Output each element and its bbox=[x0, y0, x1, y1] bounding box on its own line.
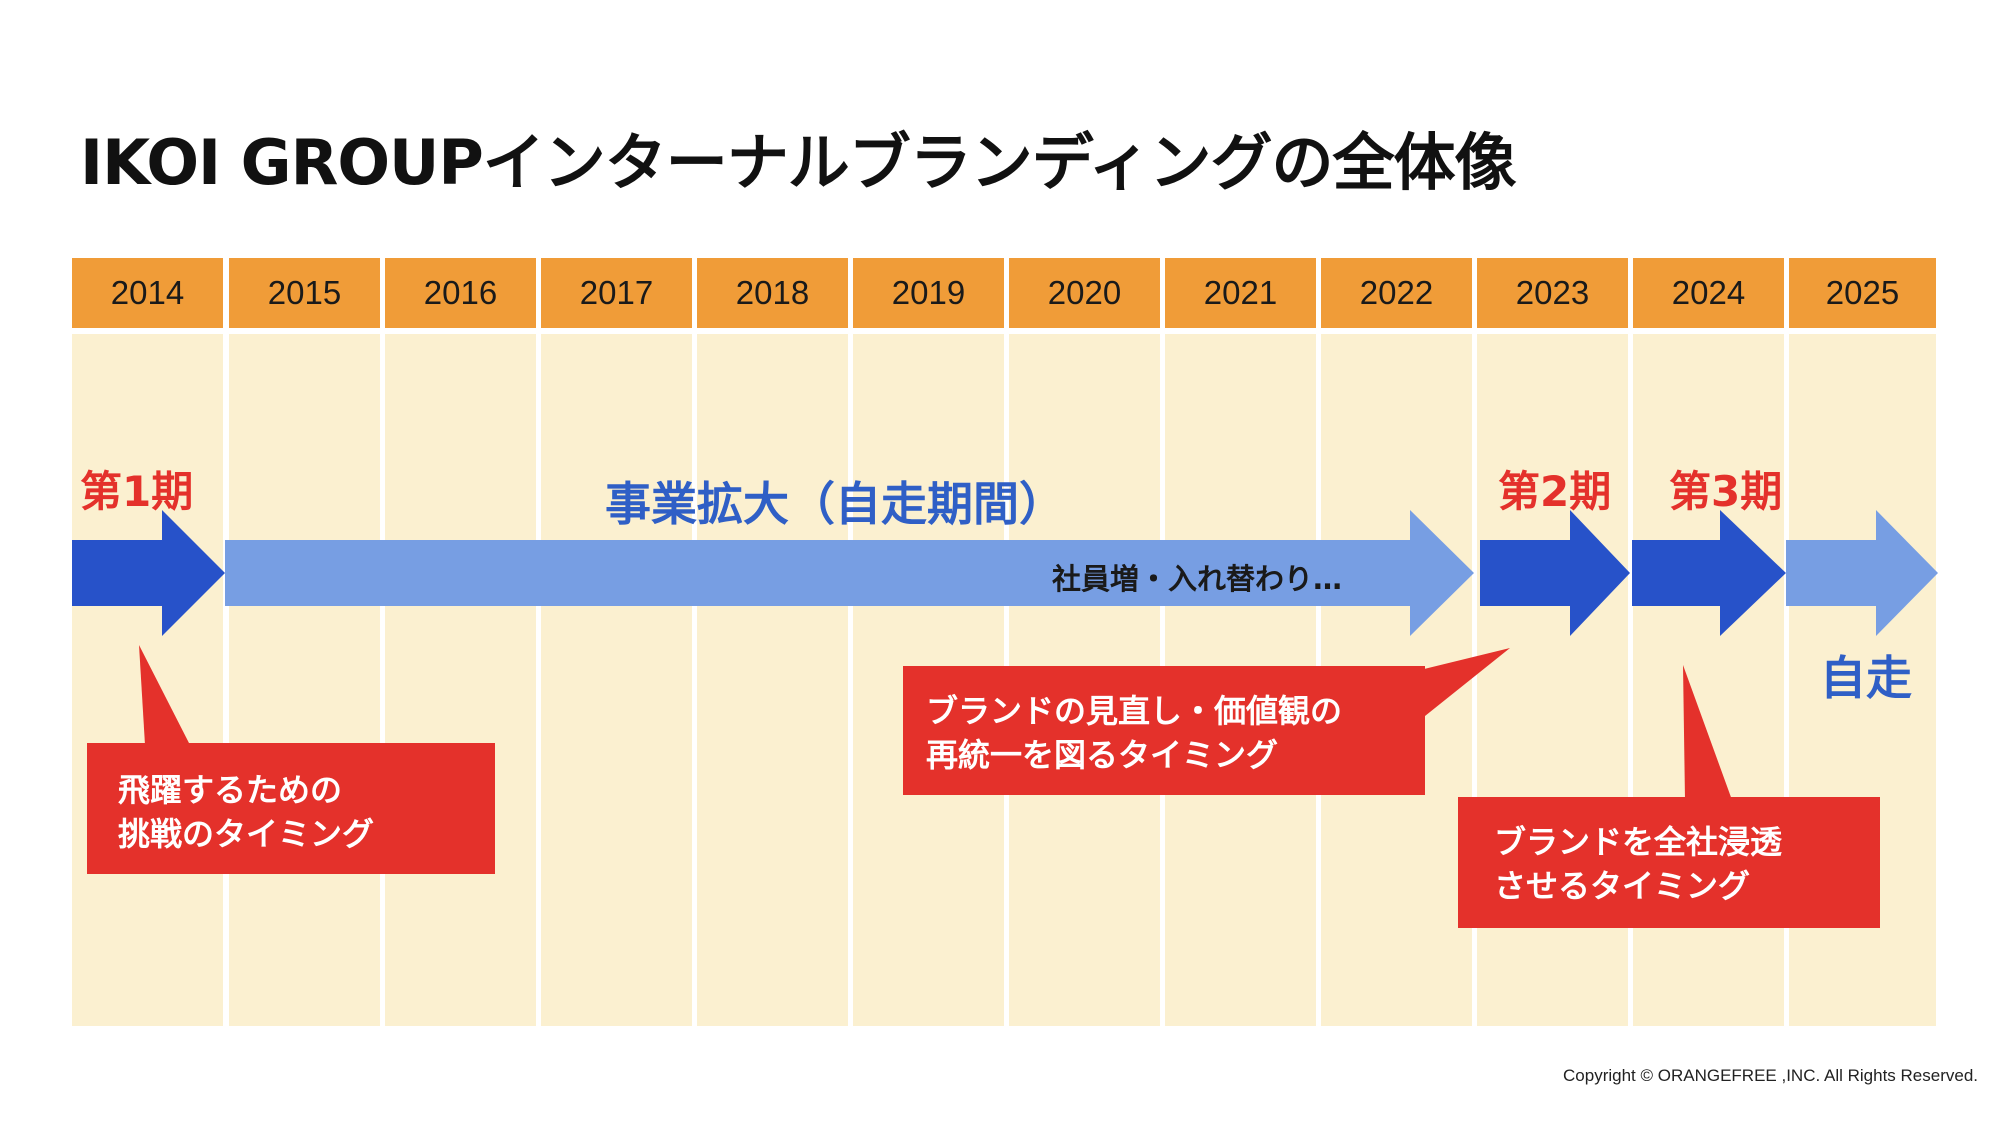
copyright: Copyright © ORANGEFREE ,INC. All Rights … bbox=[1563, 1066, 1978, 1085]
callout-1-pointer bbox=[139, 645, 190, 745]
callout-1-line-1: 飛躍するための bbox=[118, 771, 343, 809]
year-column bbox=[541, 334, 692, 1026]
expansion-label: 事業拡大（自走期間） bbox=[605, 477, 1065, 531]
callout-2-line-2: 再統一を図るタイミング bbox=[926, 736, 1279, 774]
year-header: 2025 bbox=[1789, 258, 1936, 328]
year-column bbox=[697, 334, 848, 1026]
page-title: IKOI GROUPインターナルブランディングの全体像 bbox=[80, 126, 1516, 199]
callout-2-line-1: ブランドの見直し・価値観の bbox=[926, 692, 1343, 730]
year-header: 2023 bbox=[1477, 258, 1628, 328]
phase1-label: 第1期 bbox=[80, 467, 194, 516]
year-column bbox=[385, 334, 536, 1026]
year-header: 2018 bbox=[697, 258, 848, 328]
expansion-arrow bbox=[225, 510, 1474, 636]
self-run-label: 自走 bbox=[1820, 651, 1912, 705]
year-header: 2024 bbox=[1633, 258, 1784, 328]
expansion-note: 社員増・入れ替わり… bbox=[1052, 562, 1343, 596]
year-header: 2015 bbox=[229, 258, 380, 328]
callout-3-pointer bbox=[1683, 665, 1732, 800]
year-header: 2016 bbox=[385, 258, 536, 328]
callout-1-box bbox=[87, 743, 495, 874]
self-run-arrow bbox=[1786, 510, 1938, 636]
callout-1-line-2: 挑戦のタイミング bbox=[118, 815, 375, 853]
phase2-arrow bbox=[1480, 510, 1630, 636]
year-header: 2021 bbox=[1165, 258, 1316, 328]
callout-2-text: ブランドの見直し・価値観の 再統一を図るタイミング bbox=[926, 689, 1342, 777]
timeline-columns bbox=[72, 334, 1936, 1026]
phase2-label: 第2期 bbox=[1498, 467, 1612, 516]
callout-3-line-2: させるタイミング bbox=[1494, 867, 1751, 905]
year-header: 2022 bbox=[1321, 258, 1472, 328]
year-header: 2017 bbox=[541, 258, 692, 328]
year-header-row: 2014 2015 2016 2017 2018 2019 2020 2021 … bbox=[72, 258, 1936, 328]
year-header: 2014 bbox=[72, 258, 223, 328]
year-column bbox=[229, 334, 380, 1026]
phase3-arrow bbox=[1632, 510, 1786, 636]
callout-1-text: 飛躍するための 挑戦のタイミング bbox=[118, 768, 374, 856]
phase3-label: 第3期 bbox=[1669, 467, 1783, 516]
callout-2-box bbox=[903, 666, 1425, 795]
year-header: 2020 bbox=[1009, 258, 1160, 328]
callout-3-line-1: ブランドを全社浸透 bbox=[1494, 823, 1783, 861]
callout-3-text: ブランドを全社浸透 させるタイミング bbox=[1494, 820, 1782, 908]
callout-2-pointer bbox=[1420, 648, 1510, 720]
callout-3-box bbox=[1458, 797, 1880, 928]
phase1-arrow bbox=[72, 510, 225, 636]
year-header: 2019 bbox=[853, 258, 1004, 328]
